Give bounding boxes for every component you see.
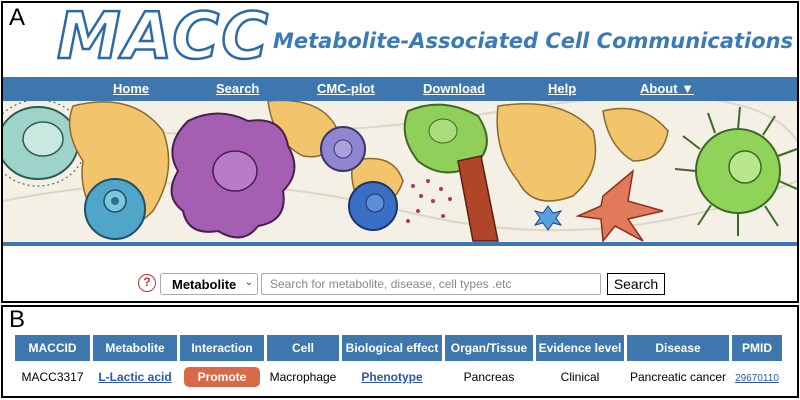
purple-macrophage [170, 112, 296, 239]
results-table: MACCID Metabolite Interaction Cell Biolo… [12, 332, 785, 393]
cell-illustration [3, 101, 797, 243]
metabolite-link[interactable]: L-Lactic acid [98, 370, 172, 384]
teal-cell-left [3, 101, 87, 187]
cell-organ: Pancreas [463, 370, 515, 384]
banner-divider [3, 242, 797, 246]
site-title: Metabolite-Associated Cell Communication… [273, 29, 794, 53]
nav-help[interactable]: Help [548, 81, 577, 96]
table-row: MACC3317 L-Lactic acid Promote Macrophag… [15, 364, 782, 390]
col-cell[interactable]: Cell [267, 335, 339, 361]
col-biological-effect[interactable]: Biological effect [342, 335, 442, 361]
search-category-value: Metabolite [172, 277, 237, 292]
blue-cell [84, 178, 146, 240]
nav-search[interactable]: Search [216, 81, 260, 96]
nav-bar: Home Search CMC-plot Download Help About… [3, 77, 797, 101]
green-spiky-cell [674, 106, 797, 236]
col-interaction[interactable]: Interaction [180, 335, 264, 361]
nav-download[interactable]: Download [423, 81, 486, 96]
macc-logo[interactable]: MACC [56, 0, 271, 74]
pmid-link[interactable]: 29670110 [735, 373, 779, 384]
col-maccid[interactable]: MACCID [15, 335, 90, 361]
cell-cell-type: Macrophage [269, 370, 337, 384]
col-disease[interactable]: Disease [627, 335, 729, 361]
nav-cmc-plot[interactable]: CMC-plot [317, 81, 375, 96]
search-input[interactable] [261, 273, 601, 295]
nav-home[interactable]: Home [113, 81, 150, 96]
cell-illustration-banner [3, 101, 797, 245]
table-header-row: MACCID Metabolite Interaction Cell Biolo… [15, 335, 782, 361]
nav-about[interactable]: About ▼ [640, 81, 695, 96]
col-evidence-level[interactable]: Evidence level [536, 335, 624, 361]
col-organ-tissue[interactable]: Organ/Tissue [445, 335, 533, 361]
interaction-badge: Promote [184, 367, 260, 387]
panel-label-b: B [9, 306, 26, 333]
panel-label-a: A [9, 4, 26, 31]
panel-b: B MACCID Metabolite Interaction Cell Bio… [1, 305, 799, 398]
search-category-select[interactable]: Metabolite ⌄ [160, 273, 258, 295]
search-button[interactable]: Search [607, 273, 665, 295]
chevron-down-icon: ⌄ [244, 277, 253, 288]
col-pmid[interactable]: PMID [732, 335, 782, 361]
cell-disease: Pancreatic cancer [629, 370, 727, 384]
cell-maccid: MACC3317 [21, 370, 84, 384]
biological-effect-link[interactable]: Phenotype [361, 370, 423, 384]
help-icon[interactable]: ? [138, 274, 156, 292]
col-metabolite[interactable]: Metabolite [93, 335, 177, 361]
panel-a: A MACC Metabolite-Associated Cell Commun… [1, 1, 799, 303]
cell-evidence: Clinical [560, 370, 600, 384]
